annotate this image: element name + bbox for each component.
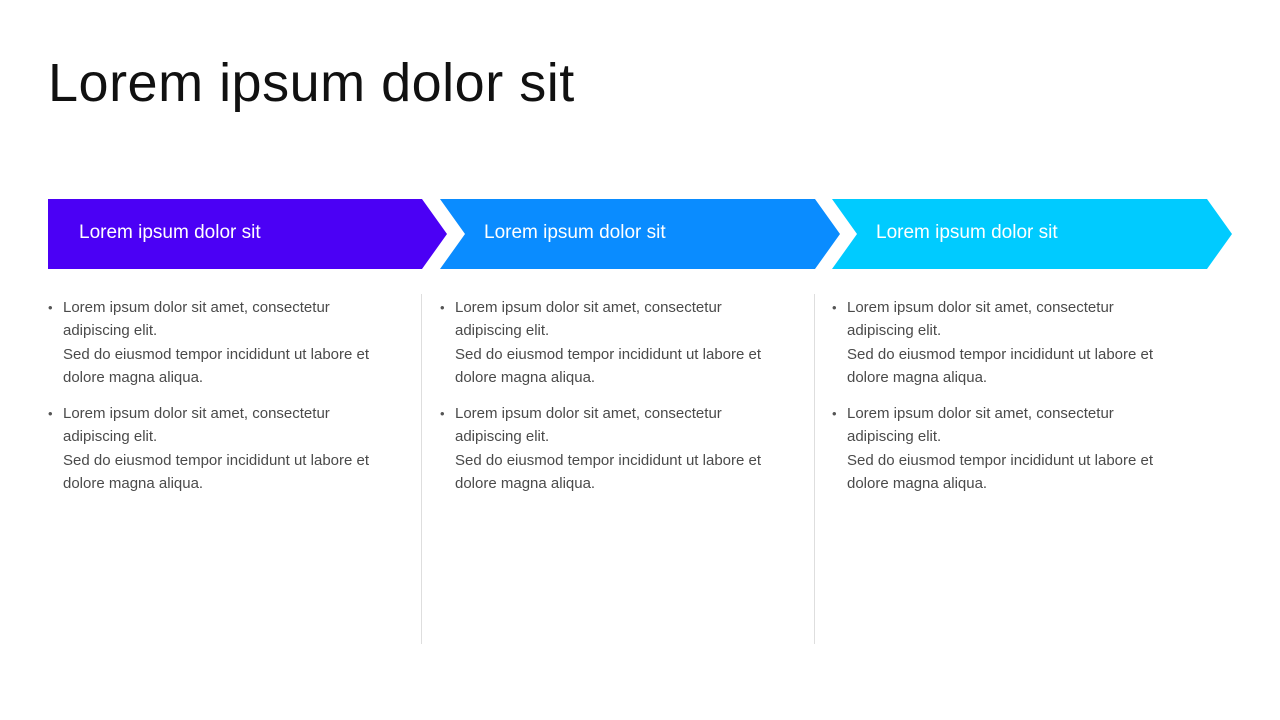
chevron-shape-1: [48, 199, 447, 269]
column-divider-2: [814, 294, 815, 644]
bullet-text-2: Sed do eiusmod tempor incididunt ut labo…: [63, 451, 370, 493]
bullet-dot-icon: •: [440, 300, 445, 315]
bullet-dot-icon: •: [440, 406, 445, 422]
bullet-text-1: Lorem ipsum dolor sit amet, consectetur …: [63, 299, 330, 340]
bullet-text-2: Sed do eiusmod tempor incididunt ut labo…: [63, 345, 370, 386]
bullet-dot-icon: •: [48, 300, 53, 315]
bullet-text-1: Lorem ipsum dolor sit amet, consectetur …: [847, 405, 1114, 446]
step-3-label: Lorem ipsum dolor sit: [876, 222, 1058, 243]
bullet-item: • Lorem ipsum dolor sit amet, consectetu…: [832, 402, 1182, 495]
bullet-dot-icon: •: [832, 406, 837, 422]
column-1: • Lorem ipsum dolor sit amet, consectetu…: [48, 296, 398, 508]
chevron-shape-2: [440, 199, 840, 269]
bullet-item: • Lorem ipsum dolor sit amet, consectetu…: [440, 402, 790, 495]
bullet-text-1: Lorem ipsum dolor sit amet, consectetur …: [455, 299, 722, 340]
bullet-text-2: Sed do eiusmod tempor incididunt ut labo…: [455, 345, 762, 386]
bullet-item: • Lorem ipsum dolor sit amet, consectetu…: [48, 296, 398, 389]
bullet-text-1: Lorem ipsum dolor sit amet, consectetur …: [63, 405, 330, 446]
step-1: Lorem ipsum dolor sit: [48, 199, 448, 269]
bullet-text-1: Lorem ipsum dolor sit amet, consectetur …: [847, 299, 1114, 340]
step-3: Lorem ipsum dolor sit: [832, 199, 1234, 269]
bullet-item: • Lorem ipsum dolor sit amet, consectetu…: [48, 402, 398, 495]
step-2: Lorem ipsum dolor sit: [440, 199, 842, 269]
process-steps: Lorem ipsum dolor sit Lorem ipsum dolor …: [0, 199, 1280, 269]
chevron-shape-3: [832, 199, 1232, 269]
column-3: • Lorem ipsum dolor sit amet, consectetu…: [832, 296, 1182, 508]
bullet-text-2: Sed do eiusmod tempor incididunt ut labo…: [847, 451, 1154, 493]
bullet-item: • Lorem ipsum dolor sit amet, consectetu…: [440, 296, 790, 389]
step-1-label: Lorem ipsum dolor sit: [79, 222, 261, 243]
bullet-dot-icon: •: [832, 300, 837, 315]
column-divider-1: [421, 294, 422, 644]
bullet-text-2: Sed do eiusmod tempor incididunt ut labo…: [455, 451, 762, 493]
step-2-label: Lorem ipsum dolor sit: [484, 222, 666, 243]
bullet-dot-icon: •: [48, 406, 53, 422]
page-title: Lorem ipsum dolor sit: [48, 53, 575, 113]
bullet-text-2: Sed do eiusmod tempor incididunt ut labo…: [847, 345, 1154, 386]
bullet-item: • Lorem ipsum dolor sit amet, consectetu…: [832, 296, 1182, 389]
bullet-text-1: Lorem ipsum dolor sit amet, consectetur …: [455, 405, 722, 446]
column-2: • Lorem ipsum dolor sit amet, consectetu…: [440, 296, 790, 508]
